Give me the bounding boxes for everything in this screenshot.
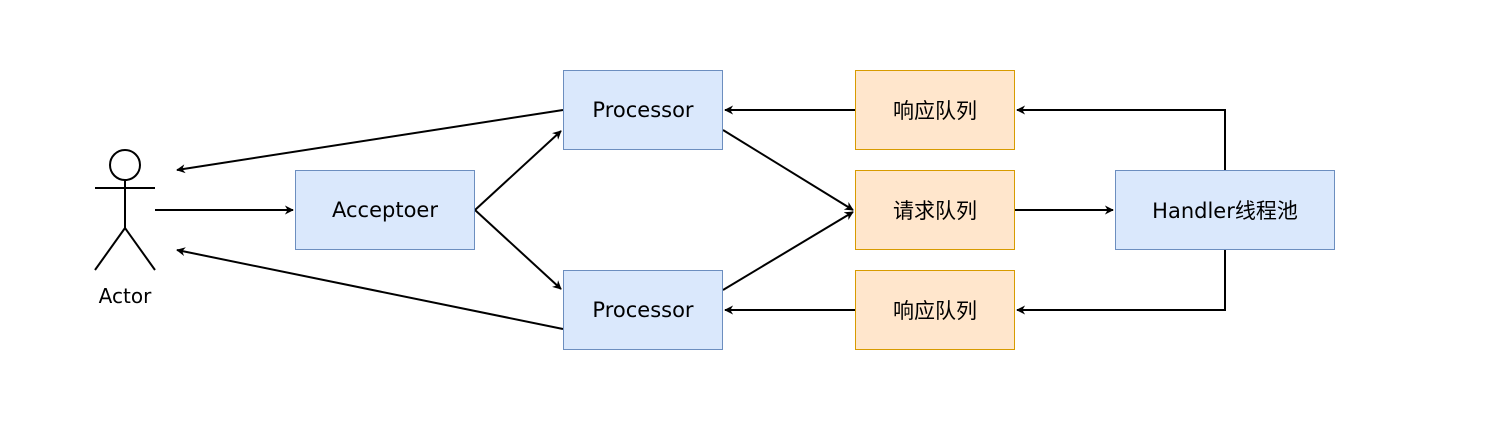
edge-processor-bottom-to-request-queue [722, 211, 854, 291]
handler-pool-label: Handler线程池 [1152, 199, 1298, 223]
actor-figure [94, 149, 156, 271]
response-queue-top-label: 响应队列 [893, 99, 977, 123]
processor-top-label: Processor [592, 98, 694, 122]
handler-pool-node: Handler线程池 [1115, 170, 1335, 250]
actor-label: Actor [98, 284, 152, 308]
processor-bottom-node: Processor [563, 270, 723, 350]
actor-right-leg [124, 227, 156, 271]
edge-processor-bottom-to-actor [176, 247, 564, 330]
processor-top-node: Processor [563, 70, 723, 150]
request-queue-label: 请求队列 [893, 199, 977, 223]
actor-head [109, 149, 141, 181]
acceptor-label: Acceptoer [332, 198, 438, 222]
edge-acceptor-to-processor-bottom [474, 209, 562, 290]
response-queue-top-node: 响应队列 [855, 70, 1015, 150]
acceptor-node: Acceptoer [295, 170, 475, 250]
request-queue-node: 请求队列 [855, 170, 1015, 250]
edge-processor-top-to-actor [176, 109, 564, 174]
response-queue-bottom-label: 响应队列 [893, 299, 977, 323]
edge-handler-to-response-bottom [1016, 250, 1226, 315]
edge-acceptor-to-processor-top [474, 130, 562, 211]
response-queue-bottom-node: 响应队列 [855, 270, 1015, 350]
actor-left-leg [94, 227, 126, 271]
edge-handler-to-response-top [1016, 105, 1226, 170]
processor-bottom-label: Processor [592, 298, 694, 322]
edge-processor-top-to-request-queue [722, 129, 854, 211]
